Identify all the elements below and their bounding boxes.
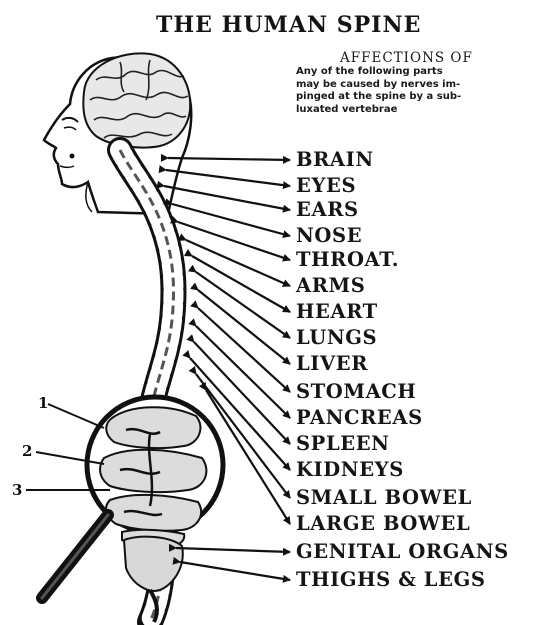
arrow-pancreas bbox=[196, 326, 290, 418]
organ-label-thighs-legs: THIGHS & LEGS bbox=[296, 569, 486, 591]
organ-label-kidneys: KIDNEYS bbox=[296, 459, 404, 481]
arrow-genital-organs bbox=[176, 548, 290, 552]
organ-label-arms: ARMS bbox=[296, 275, 365, 297]
organ-label-genital-organs: GENITAL ORGANS bbox=[296, 541, 509, 563]
marker-number: 1 bbox=[38, 394, 48, 412]
organ-label-lungs: LUNGS bbox=[296, 327, 377, 349]
organ-label-spleen: SPLEEN bbox=[296, 433, 390, 455]
organ-label-eyes: EYES bbox=[296, 175, 356, 197]
organ-label-throat: THROAT. bbox=[296, 249, 399, 271]
organ-label-small-bowel: SMALL BOWEL bbox=[296, 487, 472, 509]
arrow-nose bbox=[172, 204, 290, 236]
arrow-thighs-legs bbox=[180, 562, 290, 580]
arrow-stomach bbox=[198, 308, 290, 392]
brain-drawing bbox=[83, 53, 190, 147]
organ-label-stomach: STOMACH bbox=[296, 381, 416, 403]
arrow-arms bbox=[186, 240, 290, 286]
organ-label-heart: HEART bbox=[296, 301, 378, 323]
organ-label-large-bowel: LARGE BOWEL bbox=[296, 513, 470, 535]
organ-label-nose: NOSE bbox=[296, 225, 362, 247]
organ-label-brain: BRAIN bbox=[296, 149, 374, 171]
arrow-eyes bbox=[166, 170, 290, 186]
organ-label-liver: LIVER bbox=[296, 353, 368, 375]
organ-label-pancreas: PANCREAS bbox=[296, 407, 423, 429]
organ-label-ears: EARS bbox=[296, 199, 359, 221]
arrow-brain bbox=[168, 158, 290, 160]
marker-number: 2 bbox=[22, 442, 32, 460]
arrow-throat bbox=[178, 222, 290, 260]
marker-number: 3 bbox=[12, 481, 22, 499]
magnified-vertebrae bbox=[100, 407, 206, 548]
